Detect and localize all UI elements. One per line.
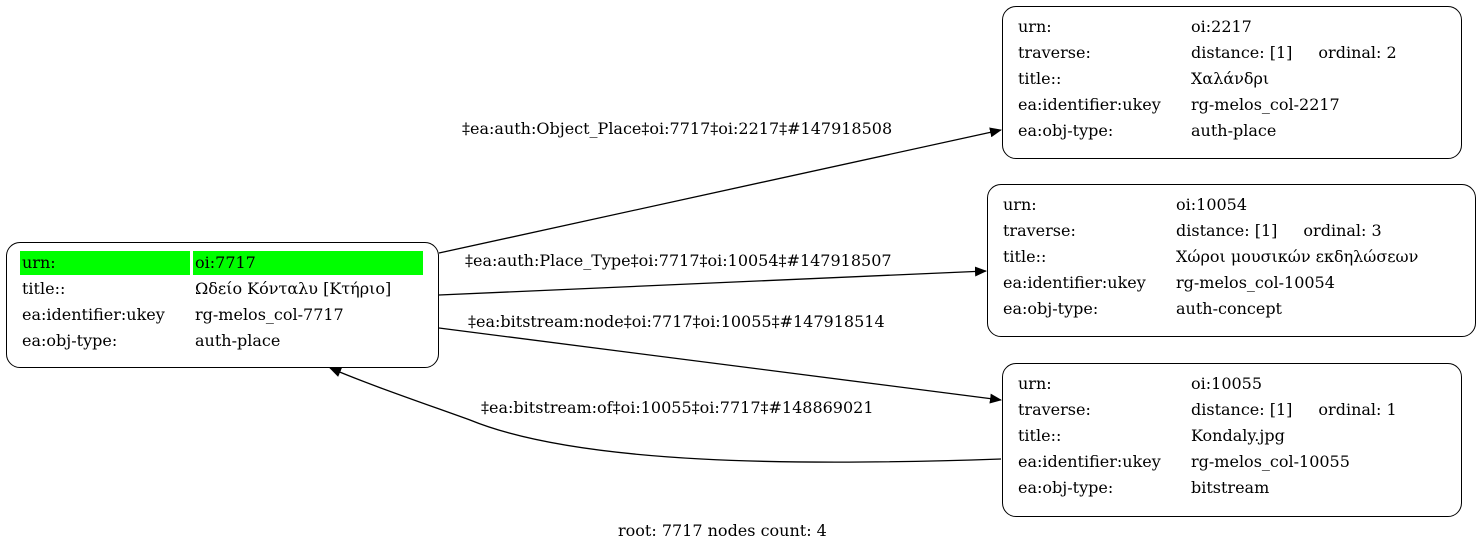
edge-place-type[interactable] xyxy=(438,266,987,296)
field-value: oi:10055 xyxy=(1191,374,1263,393)
edge-label-bitstream-of: ‡ea:bitstream:of‡oi:10055‡oi:7717‡#14886… xyxy=(481,398,874,417)
field-key: urn: xyxy=(1018,374,1052,393)
field-value: rg-melos_col-2217 xyxy=(1191,95,1340,114)
ordinal: ordinal: 1 xyxy=(1318,400,1397,419)
edge-bitstream-of[interactable] xyxy=(329,367,1002,463)
field-value: auth-place xyxy=(1191,121,1277,140)
traverse-value: distance: [1] ordinal: 1 xyxy=(1189,398,1399,422)
field-value: Ωδείο Κόνταλυ [Κτήριο] xyxy=(195,279,392,298)
field-key: urn: xyxy=(20,251,190,275)
ordinal: ordinal: 3 xyxy=(1303,221,1382,240)
field-key: ea:obj-type: xyxy=(1018,121,1114,140)
field-value: bitstream xyxy=(1191,478,1270,497)
field-key: ea:obj-type: xyxy=(1018,478,1114,497)
graph-footer: root: 7717 nodes count: 4 xyxy=(618,521,827,540)
field-value: oi:7717 xyxy=(193,251,423,275)
node-root[interactable]: urn: oi:7717 title:: Ωδείο Κόνταλυ [Κτήρ… xyxy=(6,242,439,368)
node-row-ukey: ea:identifier:ukey rg-melos_col-7717 xyxy=(20,303,423,327)
edge-bitstream-node[interactable] xyxy=(438,327,1002,404)
field-value: Χαλάνδρι xyxy=(1191,69,1270,88)
field-value: rg-melos_col-7717 xyxy=(195,305,344,324)
distance: distance: [1] xyxy=(1191,400,1293,419)
field-key: ea:identifier:ukey xyxy=(1018,95,1161,114)
edge-label-bitstream-node: ‡ea:bitstream:node‡oi:7717‡oi:10055‡#147… xyxy=(468,312,885,331)
edge-object-place[interactable] xyxy=(438,127,1002,254)
traverse-value: distance: [1] ordinal: 2 xyxy=(1189,41,1399,65)
field-key: title:: xyxy=(1018,69,1062,88)
field-key: ea:identifier:ukey xyxy=(1003,273,1146,292)
field-key: title:: xyxy=(1018,426,1062,445)
field-value: oi:2217 xyxy=(1191,17,1252,36)
field-key: traverse: xyxy=(1018,43,1091,62)
distance: distance: [1] xyxy=(1191,43,1293,62)
edge-label-place-type: ‡ea:auth:Place_Type‡oi:7717‡oi:10054‡#14… xyxy=(465,251,892,270)
node-2217[interactable]: urn: oi:2217 traverse: distance: [1] ordina… xyxy=(1002,6,1462,159)
distance: distance: [1] xyxy=(1176,221,1278,240)
field-key: ea:obj-type: xyxy=(1003,299,1099,318)
node-10055[interactable]: urn: oi:10055 traverse: distance: [1] ordin… xyxy=(1002,363,1462,517)
field-key: ea:identifier:ukey xyxy=(1018,452,1161,471)
field-key: traverse: xyxy=(1018,400,1091,419)
node-row-urn: urn: oi:7717 xyxy=(20,251,423,275)
field-key: traverse: xyxy=(1003,221,1076,240)
field-value: rg-melos_col-10054 xyxy=(1176,273,1335,292)
field-value: auth-place xyxy=(195,331,281,350)
field-key: urn: xyxy=(1018,17,1052,36)
field-value: rg-melos_col-10055 xyxy=(1191,452,1350,471)
field-value: Kondaly.jpg xyxy=(1191,426,1285,445)
field-value: auth-concept xyxy=(1176,299,1282,318)
traverse-value: distance: [1] ordinal: 3 xyxy=(1174,219,1420,243)
node-10054[interactable]: urn: oi:10054 traverse: distance: [1] ordin… xyxy=(987,184,1476,337)
field-key: ea:obj-type: xyxy=(22,331,118,350)
field-key: urn: xyxy=(1003,195,1037,214)
node-row-title: title:: Ωδείο Κόνταλυ [Κτήριο] xyxy=(20,277,423,301)
field-key: title:: xyxy=(1003,247,1047,266)
field-value: Χώροι μουσικών εκδηλώσεων xyxy=(1176,247,1419,266)
node-row-type: ea:obj-type: auth-place xyxy=(20,329,423,353)
ordinal: ordinal: 2 xyxy=(1318,43,1397,62)
field-key: title:: xyxy=(22,279,66,298)
field-value: oi:10054 xyxy=(1176,195,1248,214)
field-key: ea:identifier:ukey xyxy=(22,305,165,324)
edge-label-object-place: ‡ea:auth:Object_Place‡oi:7717‡oi:2217‡#1… xyxy=(462,119,893,138)
